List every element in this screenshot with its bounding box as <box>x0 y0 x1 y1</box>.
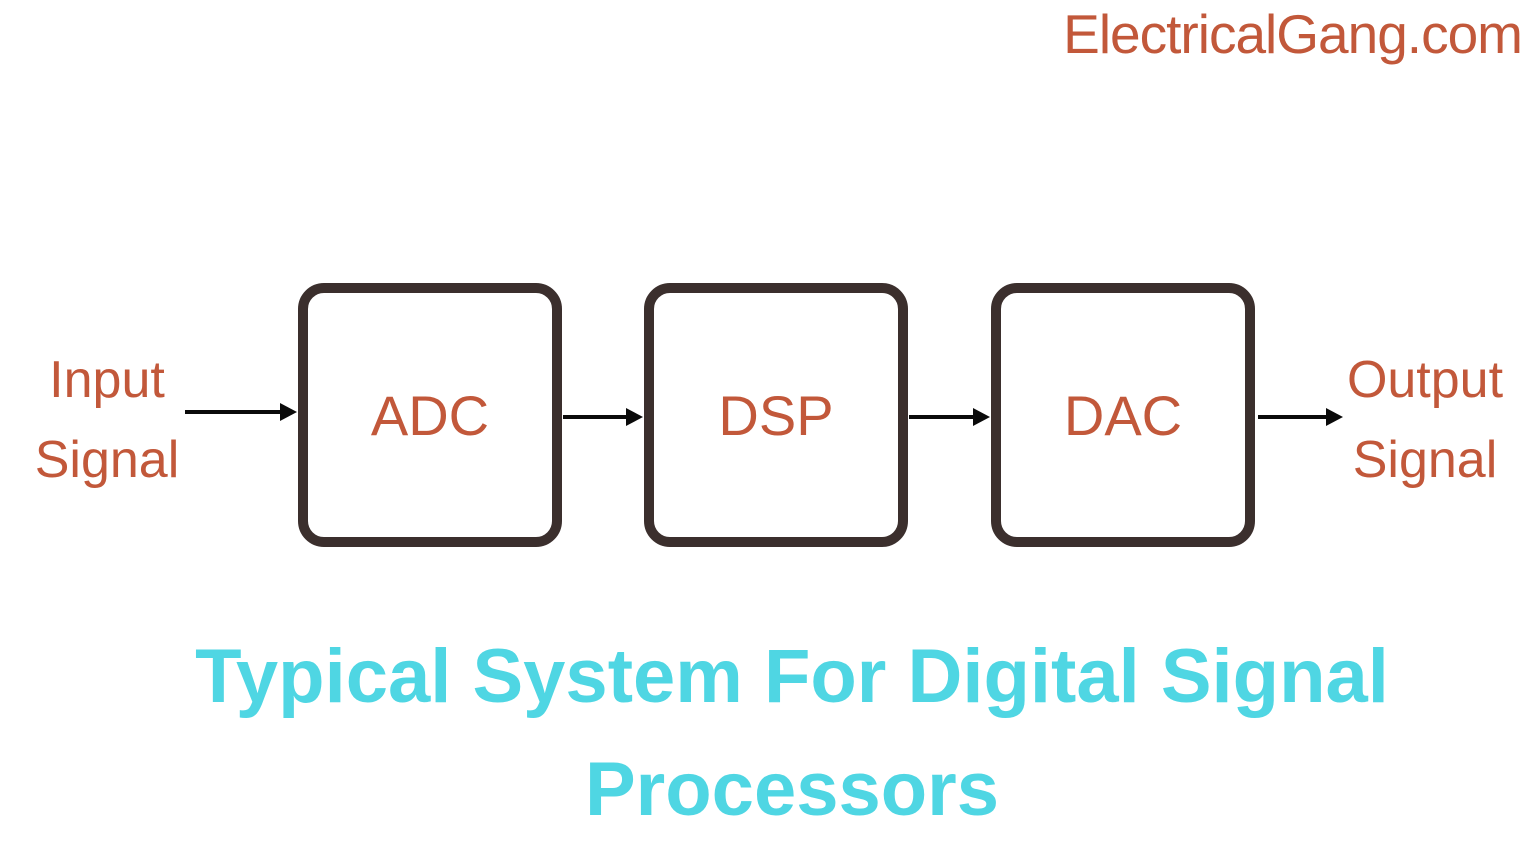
caption-line2: Processors <box>584 747 1000 832</box>
arrow-adc-to-dsp-icon <box>563 408 643 426</box>
arrow-dac-to-output-icon <box>1258 408 1343 426</box>
arrow-dsp-to-dac-icon <box>909 408 990 426</box>
site-watermark: ElectricalGang.com <box>1063 3 1523 65</box>
output-signal-line2: Signal <box>1352 431 1498 489</box>
output-signal-line1: Output <box>1346 351 1504 409</box>
block-adc: ADC <box>298 283 562 547</box>
input-signal-label: Input Signal <box>18 340 196 500</box>
block-dsp-label: DSP <box>718 383 834 447</box>
block-dac: DAC <box>991 283 1255 547</box>
input-signal-line1: Input <box>49 351 165 409</box>
block-dsp: DSP <box>644 283 908 547</box>
input-signal-line2: Signal <box>34 431 180 489</box>
output-signal-label: Output Signal <box>1328 340 1522 500</box>
block-adc-label: ADC <box>370 383 490 447</box>
caption-line1: Typical System For Digital Signal <box>195 634 1389 719</box>
arrow-input-to-adc-icon <box>185 403 297 421</box>
diagram-caption: Typical System For Digital Signal Proces… <box>24 620 1536 846</box>
block-dac-label: DAC <box>1063 383 1183 447</box>
